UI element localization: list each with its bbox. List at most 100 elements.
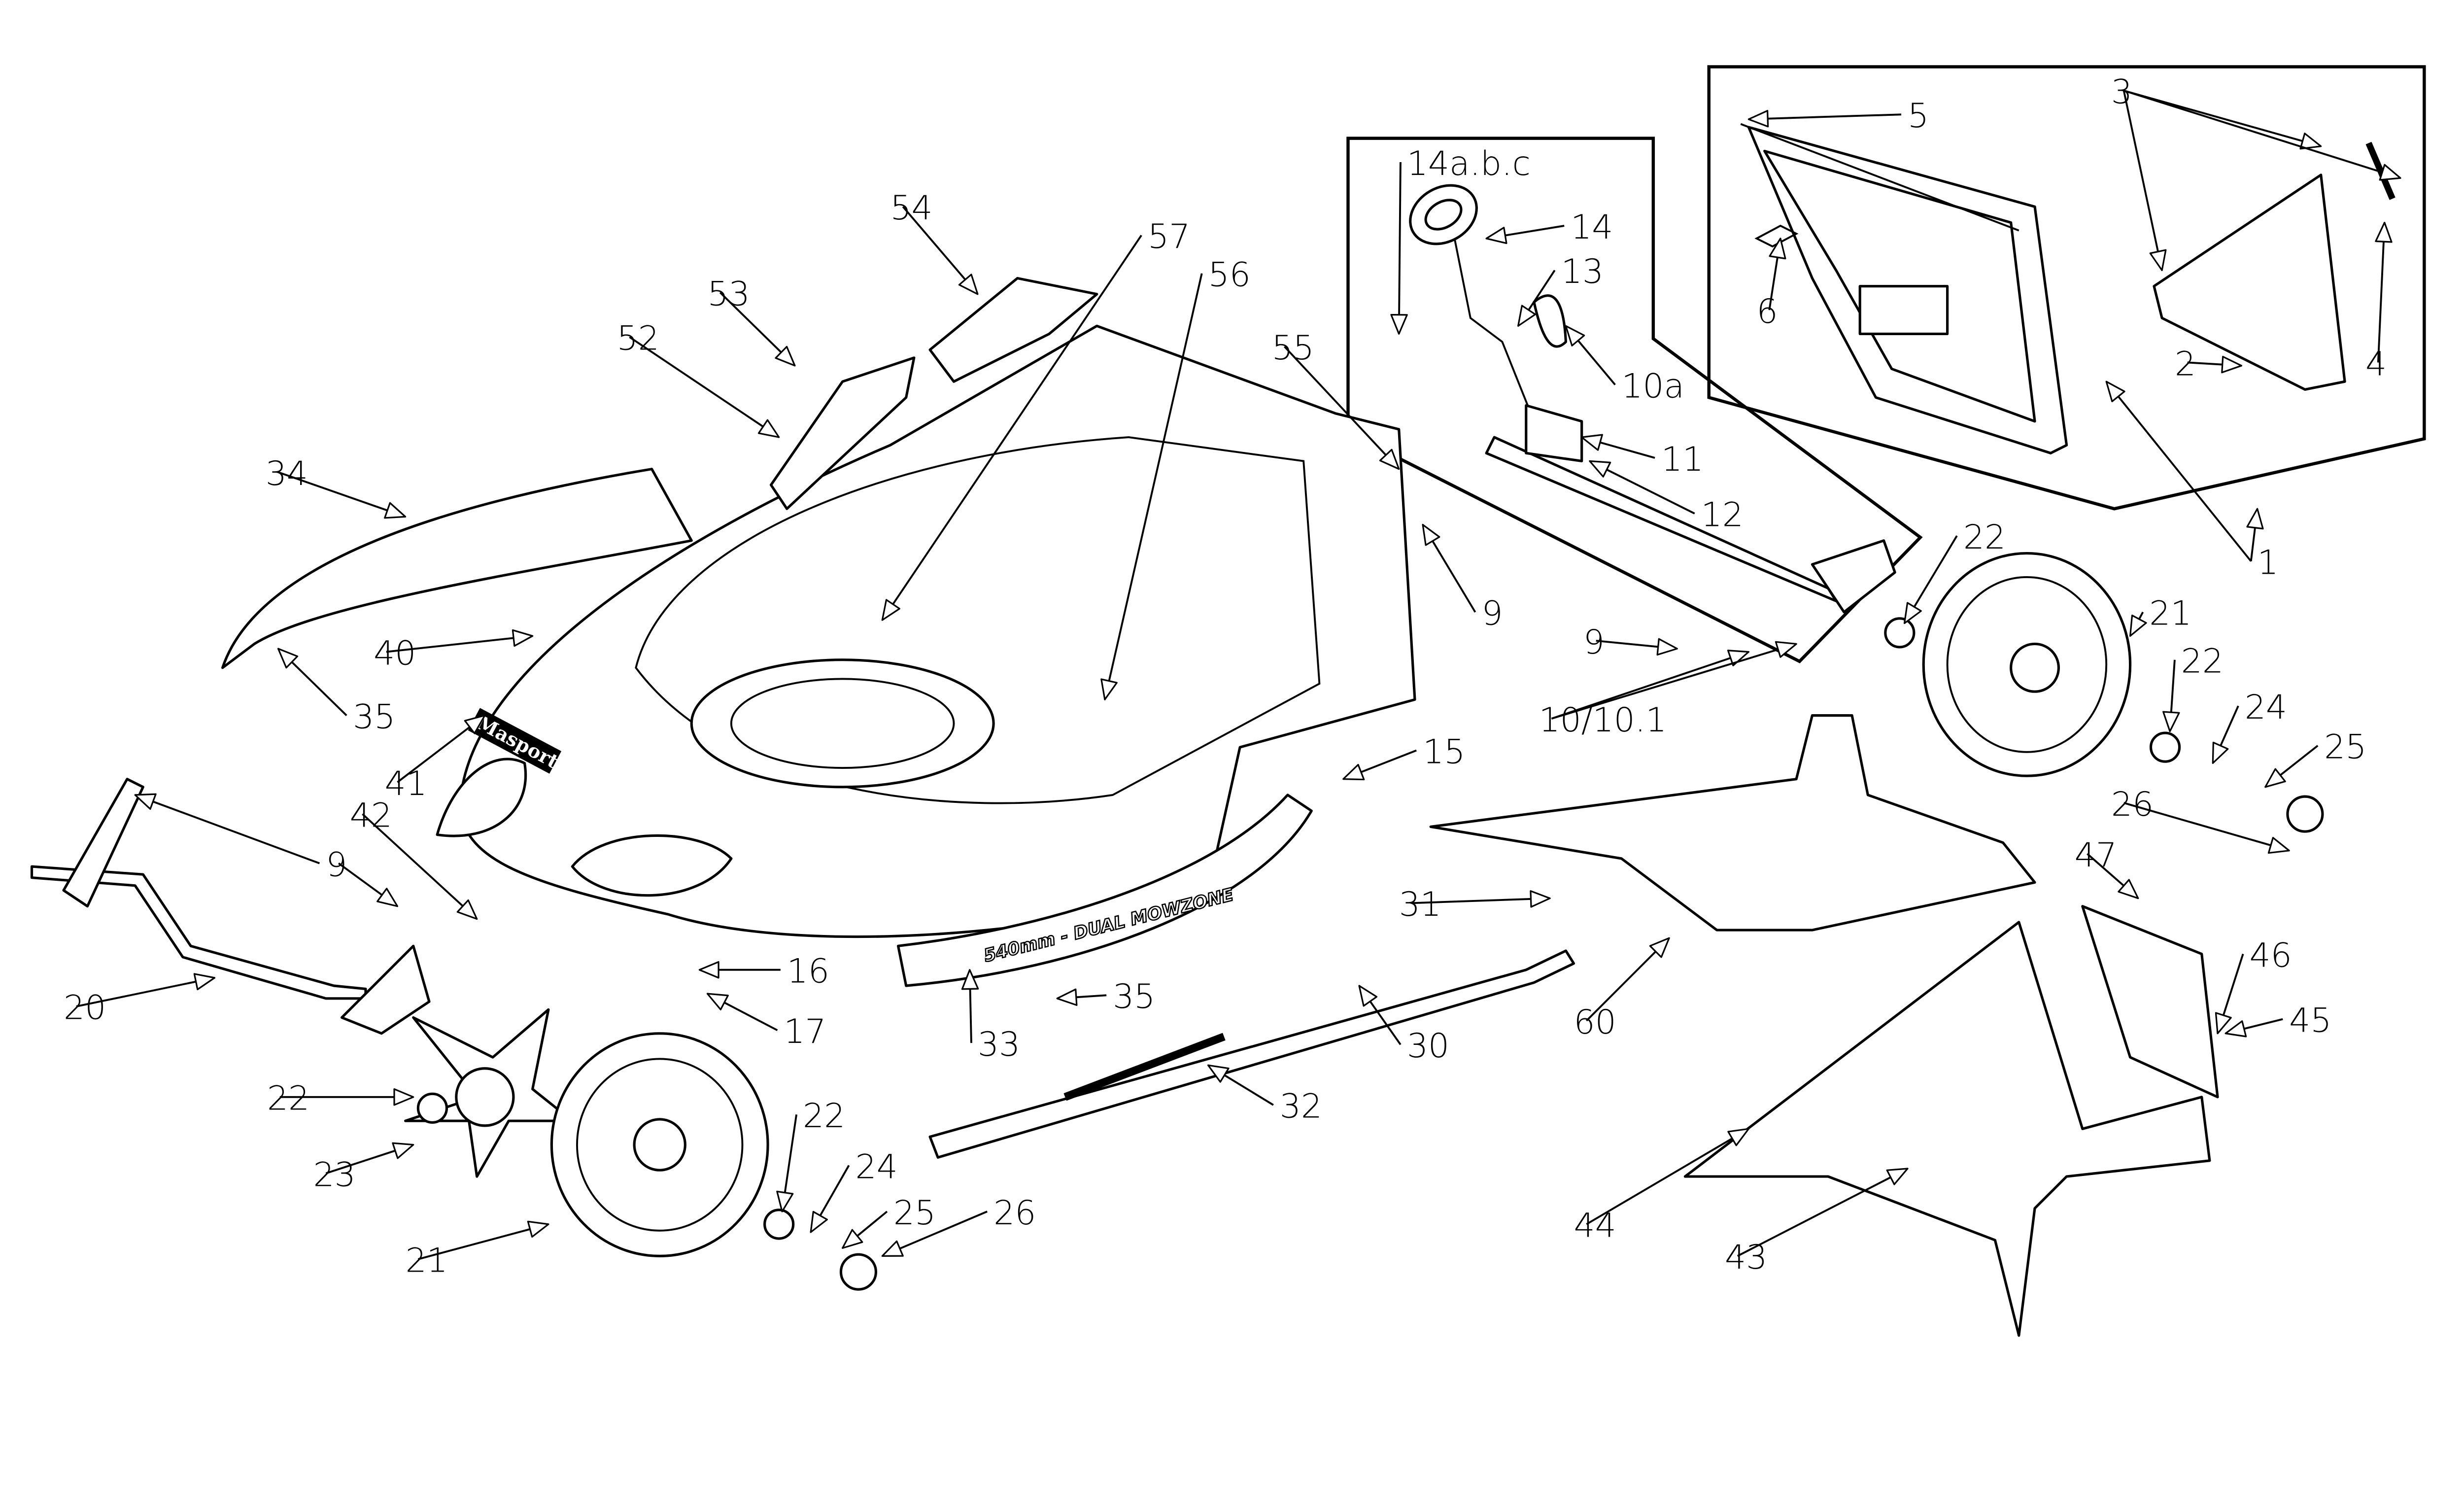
hubcap-part [2286, 795, 2324, 833]
callout-14a-b-c: 14a.b.c [1390, 144, 1531, 335]
arrowhead [706, 993, 729, 1010]
arrowhead [1056, 988, 1078, 1006]
clip-part [1754, 224, 1799, 248]
callout-10a: 10a [1565, 325, 1684, 405]
arrowhead [881, 1240, 904, 1257]
catcher-frame-part [1740, 123, 2068, 454]
callout-number: 55 [1272, 328, 1314, 367]
front-axle-part [30, 778, 431, 1035]
callout-number: 17 [784, 1012, 826, 1051]
callout-number: 46 [2250, 935, 2292, 974]
arrowhead [1903, 602, 1922, 624]
callout-16: 16 [698, 952, 829, 991]
callout-number: 16 [787, 952, 829, 991]
callout-11: 11 [1581, 434, 1704, 479]
callout-24: 24 [2212, 688, 2287, 764]
leader-line [1104, 273, 1203, 700]
callout-number: 33 [978, 1025, 1020, 1064]
callout-43: 43 [1725, 1168, 1909, 1277]
callout-31: 31 [1399, 885, 1551, 924]
leader-line [629, 336, 780, 438]
catcher-kit-box [1707, 65, 2426, 511]
callout-number: 6 [1757, 292, 1778, 331]
leader-line [417, 1223, 549, 1260]
callout-25: 25 [2264, 727, 2366, 788]
callout-57: 57 [881, 217, 1190, 621]
rear-chute-part [1429, 714, 2036, 932]
callout-1: 1 [2105, 380, 2279, 582]
arrowhead [698, 961, 719, 979]
callout-42: 42 [350, 795, 478, 920]
arrowhead [2105, 380, 2125, 403]
bearing-part [1884, 617, 1916, 649]
callout-54: 54 [890, 188, 979, 295]
leader-line [2123, 802, 2290, 852]
arrowhead [1581, 434, 1603, 451]
arrowhead [1517, 305, 1536, 327]
callout-25: 25 [842, 1193, 936, 1249]
arrowhead [958, 274, 979, 295]
callout-40: 40 [374, 629, 534, 672]
callout-26: 26 [2111, 785, 2290, 854]
arrowhead [2215, 1012, 2232, 1035]
callout-number: 25 [2324, 727, 2366, 766]
callout-number: 1 [2258, 543, 2279, 582]
leader-line [1586, 1128, 1749, 1225]
callout-number: 14a.b.c [1407, 144, 1531, 183]
arrowhead [1727, 1128, 1749, 1146]
arrowhead [2129, 614, 2147, 637]
arrowhead [2375, 221, 2393, 243]
callout-22: 22 [776, 1096, 845, 1212]
arrowhead [1485, 227, 1507, 244]
callout-number: 26 [993, 1193, 1036, 1232]
arrowhead [2224, 1020, 2247, 1037]
callout-56: 56 [1100, 255, 1251, 700]
arrowhead [393, 1088, 414, 1106]
leader-line [1737, 1168, 1908, 1257]
leader-line [1411, 897, 1550, 904]
leader-line [2377, 222, 2386, 363]
arrowhead [776, 1190, 794, 1212]
deflector-part [221, 468, 693, 669]
arrowhead [2221, 355, 2242, 374]
callout-number: 23 [313, 1155, 355, 1194]
callout-number: 9 [326, 845, 347, 884]
callout-17: 17 [706, 993, 826, 1051]
arrowhead [193, 973, 216, 991]
callout-number: 41 [385, 764, 427, 803]
arrowhead [1589, 460, 1611, 478]
height-bracket-part [769, 356, 916, 510]
arrowhead [1747, 109, 1769, 128]
callout-number: 14 [1571, 207, 1613, 246]
callout-41: 41 [385, 714, 486, 803]
arrowhead [2264, 768, 2286, 788]
callout-number: 13 [1561, 252, 1604, 291]
callout-number: 22 [267, 1079, 309, 1118]
callout-14: 14 [1485, 207, 1613, 246]
hubcap-part [839, 1253, 878, 1291]
callout-number: 35 [353, 697, 395, 736]
callout-6: 6 [1757, 238, 1786, 331]
arrowhead [392, 1142, 414, 1159]
callout-number: 9 [1481, 594, 1503, 633]
arrowhead [1886, 1168, 1909, 1185]
arrowhead [810, 1210, 828, 1233]
callout-number: 60 [1574, 1002, 1616, 1041]
callout-number: 12 [1701, 495, 1744, 534]
arrowhead [2212, 741, 2229, 764]
callout-number: 45 [2289, 1001, 2331, 1040]
catcher-flap-part [2153, 173, 2346, 391]
leader-line [362, 813, 478, 920]
callout-number: 10/10.1 [1539, 700, 1667, 739]
callout-5: 5 [1747, 96, 1929, 135]
callout-number: 4 [2365, 344, 2387, 383]
arrowhead [881, 599, 900, 621]
callout-number: 53 [707, 274, 750, 313]
callout-number: 56 [1208, 255, 1251, 294]
arrowhead [277, 648, 299, 669]
callout-20: 20 [64, 973, 216, 1027]
callout-number: 22 [2181, 642, 2224, 681]
leader-line [1398, 162, 1402, 334]
leader-line [76, 976, 215, 1007]
arrowhead [757, 419, 780, 438]
